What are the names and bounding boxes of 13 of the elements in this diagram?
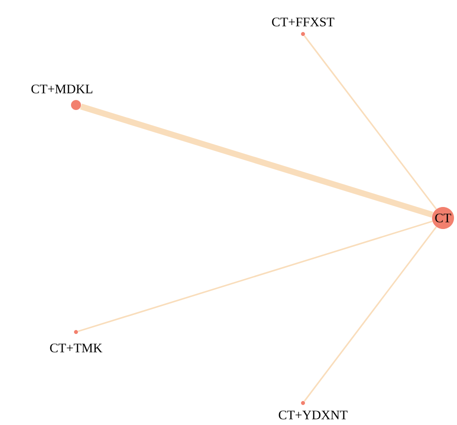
network-node: [301, 401, 305, 405]
node-label: CT+YDXNT: [278, 410, 348, 420]
network-node: [74, 330, 78, 334]
network-node: CT: [432, 207, 454, 229]
node-label: CT+FFXST: [272, 18, 334, 26]
network-edge: [78, 220, 433, 332]
network-node: [301, 32, 305, 36]
node-label: CT+MDKL: [31, 84, 92, 94]
network-node: [71, 100, 81, 110]
network-edge: [80, 104, 434, 218]
node-label: CT+TMK: [50, 344, 102, 352]
network-edge: [304, 226, 437, 402]
network-edge: [304, 35, 437, 210]
